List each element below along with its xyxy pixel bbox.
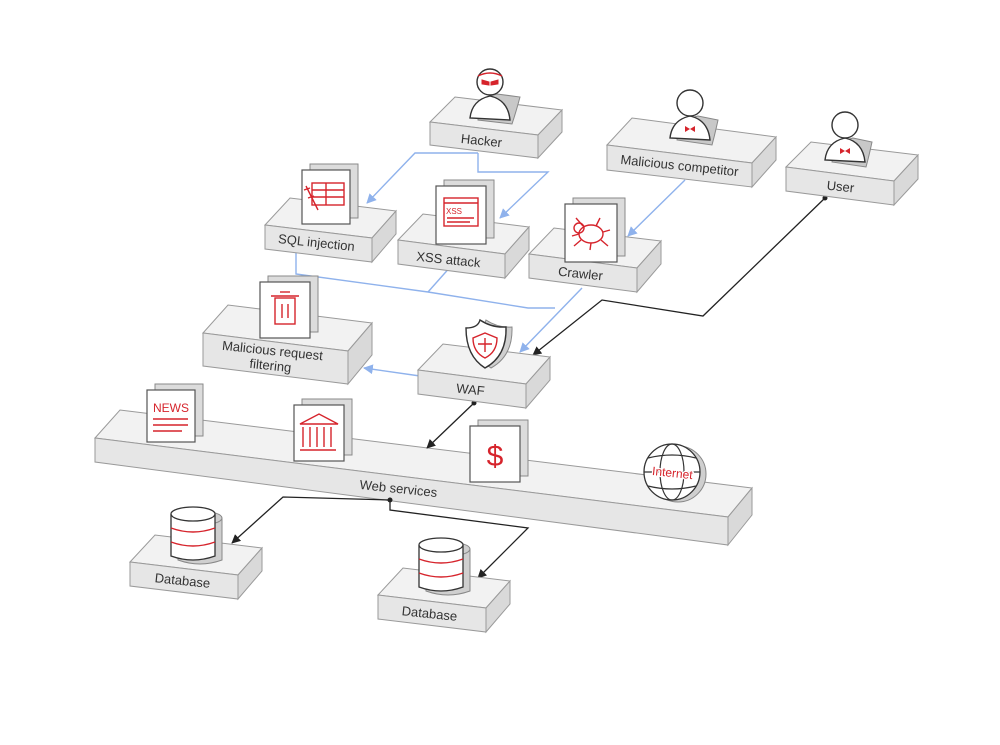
database-icon: [170, 506, 223, 565]
malicious-competitor-node: Malicious competitor: [605, 89, 778, 189]
sql-injection-node: SQL injection: [263, 163, 398, 264]
hacker-icon: [469, 68, 521, 125]
web-services-platform: [93, 409, 753, 547]
waf-node: WAF: [416, 318, 552, 410]
web-to-db2-line: [389, 500, 530, 579]
shield-icon: [465, 318, 513, 369]
xss-window-icon: XSS: [435, 179, 495, 245]
bug-icon: [564, 197, 626, 263]
dollar-icon-text: $: [487, 440, 504, 473]
database-2-node: Database: [376, 537, 512, 634]
hacker-node: Hacker: [428, 68, 564, 160]
news-icon: NEWS: [146, 383, 204, 443]
competitor-to-crawler-line: [627, 179, 686, 237]
crawler-label: Crawler: [557, 264, 604, 284]
xss-icon-text: XSS: [446, 207, 462, 216]
news-icon-text: NEWS: [153, 401, 189, 415]
hacker-to-xss-line: [477, 153, 550, 219]
sql-table-icon: [301, 163, 359, 225]
xss-attack-label: XSS attack: [416, 249, 482, 271]
database-2-label: Database: [401, 603, 458, 624]
user-node: User: [784, 111, 920, 207]
user-icon: [824, 111, 873, 168]
malicious-request-filtering-node: Malicious request filtering: [201, 275, 373, 386]
trash-icon: [259, 275, 319, 339]
crawler-to-waf-line: [519, 287, 583, 353]
globe-icon: Internet: [643, 443, 707, 503]
bank-icon: [293, 398, 353, 462]
database-1-label: Database: [154, 570, 211, 591]
waf-label: WAF: [456, 381, 486, 399]
web-to-db1-line: [231, 496, 391, 544]
user-label: User: [826, 178, 856, 196]
database-1-node: Database: [128, 506, 264, 601]
malicious-request-label-line2: filtering: [249, 356, 292, 375]
dollar-icon: $: [469, 419, 529, 483]
database-icon: [418, 537, 471, 596]
crawler-node: Crawler: [527, 197, 663, 294]
waf-to-web-line: [426, 402, 475, 449]
user-to-waf-line: [532, 197, 826, 356]
waf-to-filtering-line: [363, 364, 421, 377]
hacker-to-sql-line: [366, 152, 478, 204]
internet-icon-text: Internet: [651, 464, 694, 482]
hacker-label: Hacker: [460, 131, 503, 150]
competitor-icon: [669, 89, 719, 146]
xss-attack-node: XSS XSS attack: [396, 179, 531, 280]
